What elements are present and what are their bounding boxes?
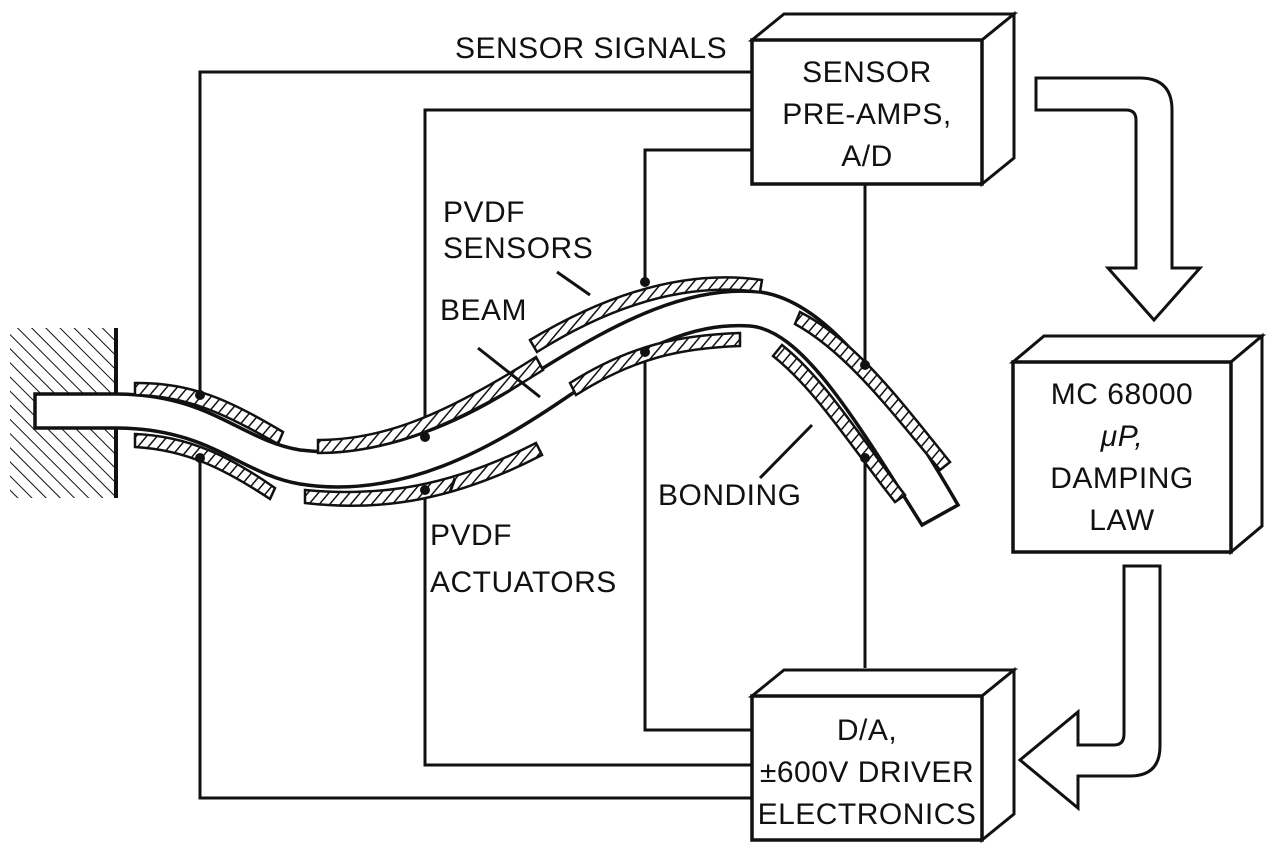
sensor-box-line3: A/D [841, 140, 893, 173]
processor-box-line3: DAMPING [1050, 462, 1194, 495]
arrow-sensor-to-processor [1034, 76, 1204, 323]
driver-box-line2: ±600V DRIVER [760, 756, 974, 789]
arrow-processor-to-driver [1017, 564, 1162, 812]
sensor-box-line2: PRE-AMPS, [782, 98, 952, 131]
pvdf-sensors-label-line1: PVDF [443, 196, 525, 229]
driver-electronics-box [747, 666, 1019, 844]
pvdf-actuators-label-line1: PVDF [430, 519, 512, 552]
sensor-signals-label: SENSOR SIGNALS [455, 32, 727, 65]
sensor-box-line1: SENSOR [802, 56, 932, 89]
processor-box-line4: LAW [1089, 504, 1155, 537]
actuator-drive-wires [198, 352, 867, 800]
driver-box-line3: ELECTRONICS [758, 798, 977, 831]
pvdf-sensors-label-line2: SENSORS [443, 232, 593, 265]
pvdf-actuators-label-line2: ACTUATORS [430, 566, 617, 599]
processor-box [1008, 332, 1267, 556]
processor-box-line1: MC 68000 [1051, 378, 1193, 411]
sensor-preamp-box [747, 10, 1019, 188]
beam-label: BEAM [440, 294, 527, 327]
driver-box-line1: D/A, [837, 714, 897, 747]
connection-dots [195, 277, 870, 495]
pvdf-sensor-patches [133, 276, 952, 472]
bonding-label: BONDING [658, 479, 802, 512]
leader-lines [448, 270, 814, 493]
sensor-signal-wires [198, 70, 867, 437]
processor-box-line2: μP, [1100, 420, 1143, 453]
